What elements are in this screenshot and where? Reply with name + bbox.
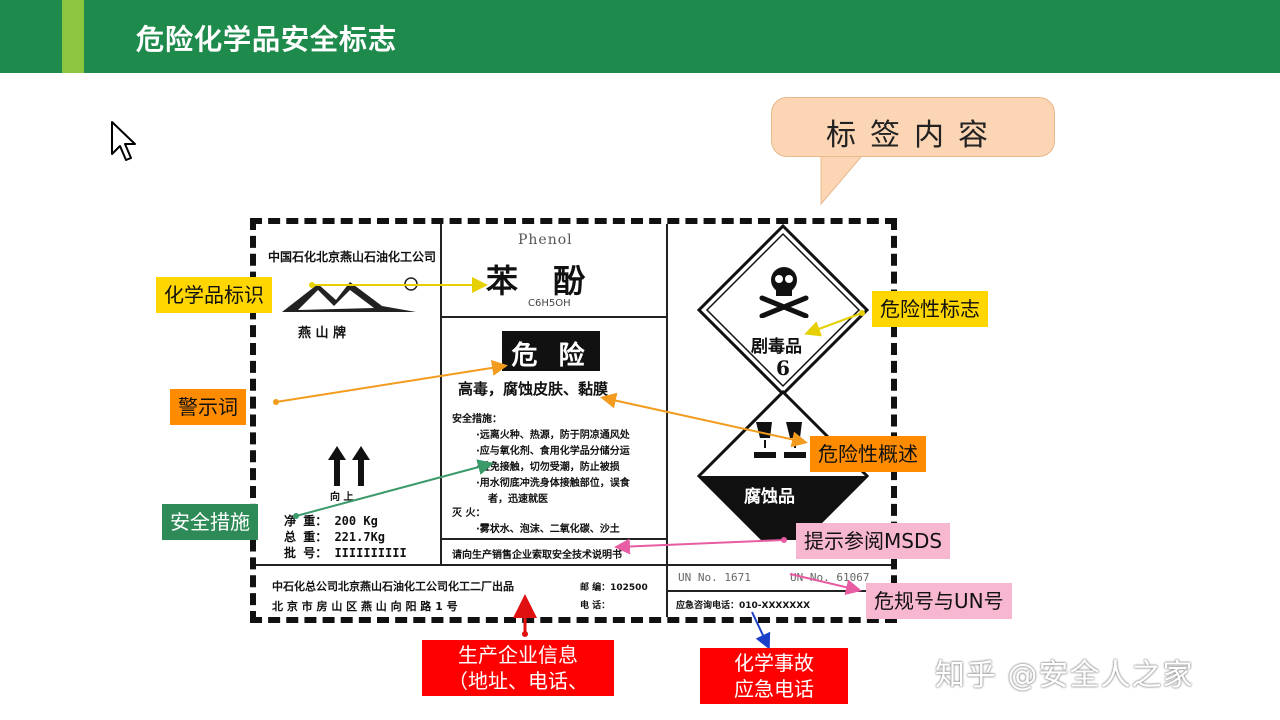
safety-line: ·远离火种、热源，防于阴凉通风处 [476,430,630,441]
un-number-2: UN No. 61067 [790,571,870,584]
label-divider-4 [256,564,668,566]
corrosive-label: 腐蚀品 [744,487,795,507]
watermark: 知乎 @安全人之家 [935,658,1194,693]
callout-hazard-overview: 危险性概述 [810,436,926,472]
callout-un-number: 危规号与UN号 [866,583,1012,619]
logo-brand: 燕 山 牌 [298,326,347,341]
emergency-phone: 应急咨询电话：010-XXXXXXX [676,601,811,611]
callout-safety-measures: 安全措施 [162,504,258,540]
postcode: 邮 编：102500 [580,583,648,593]
product-name-cn: 苯 酚 [486,262,598,300]
mountain-logo-icon [282,277,418,312]
fire-line: ·雾状水、泡沫、二氧化碳、沙土 [476,524,620,535]
corrosion-icon [754,422,806,458]
callout-hazard-sign: 危险性标志 [872,291,988,327]
phone-label: 电 话： [580,601,611,611]
signal-word-box: 危 险 [502,331,600,371]
label-divider-2 [666,224,668,617]
header-accent-bar [62,0,84,73]
safety-line: ·用水彻底冲洗身体接触部位，误食 [476,478,630,489]
signal-word: 危 险 [511,341,591,371]
callout-producer-info: 生产企业信息 （地址、电话、 [422,640,614,696]
skull-crossbones-icon [759,267,809,318]
label-divider-5 [441,538,666,540]
net-weight: 净 重： 200 Kg [284,514,378,528]
speech-bubble-tail [820,150,868,206]
safety-line: ·应与氧化剂、食用化学品分储分运 [476,446,630,457]
company-name: 中国石化北京燕山石油化工公司 [268,250,437,264]
fire-title: 灭 火： [452,508,486,519]
product-name-en: Phenol [518,232,573,248]
msds-note: 请向生产销售企业索取安全技术说明书 [452,550,622,561]
slide-title: 危险化学品安全标志 [136,23,398,56]
callout-emergency-line1: 化学事故 [734,651,814,675]
toxic-label: 剧毒品 [751,337,802,357]
callout-emergency-phone: 化学事故 应急电话 [700,648,848,704]
safety-title: 安全措施： [452,414,502,425]
gross-weight: 总 重： 221.7Kg [284,530,386,544]
callout-emergency-line2: 应急电话 [734,677,814,701]
mouse-cursor-icon [111,121,136,161]
callout-producer-info-line1: 生产企业信息 [458,643,578,667]
slide-header: 危险化学品安全标志 [0,0,1280,73]
un-number-1: UN No. 1671 [678,571,751,584]
label-divider-1 [440,224,442,564]
safety-line: 者，迅速就医 [488,494,548,505]
bubble-text: 标签内容 [826,118,1002,153]
producer-line: 中石化总公司北京燕山石油化工公司化工二厂出品 [272,580,514,593]
callout-producer-info-line2: （地址、电话、 [448,669,588,693]
this-way-up-icon [328,446,370,486]
callout-chemical-id: 化学品标识 [156,277,272,313]
batch-number: 批 号： IIIIIIIIII [284,546,407,560]
up-arrows-caption: 向 上 [330,492,354,503]
hazard-summary: 高毒，腐蚀皮肤、黏膜 [458,380,609,398]
address-line: 北 京 市 房 山 区 燕 山 向 阳 路 1 号 [272,600,458,613]
callout-msds-ref: 提示参阅MSDS [796,523,951,559]
chemical-formula: C6H5OH [528,298,571,309]
label-divider-6 [668,564,891,566]
label-divider-7 [668,590,891,592]
speech-bubble: 标签内容 [771,97,1055,157]
toxic-class: 6 [776,356,790,380]
safety-line: ·避免接触，切勿受潮，防止被损 [476,462,620,473]
callout-signal-word: 警示词 [170,389,246,425]
label-divider-3 [441,316,666,318]
